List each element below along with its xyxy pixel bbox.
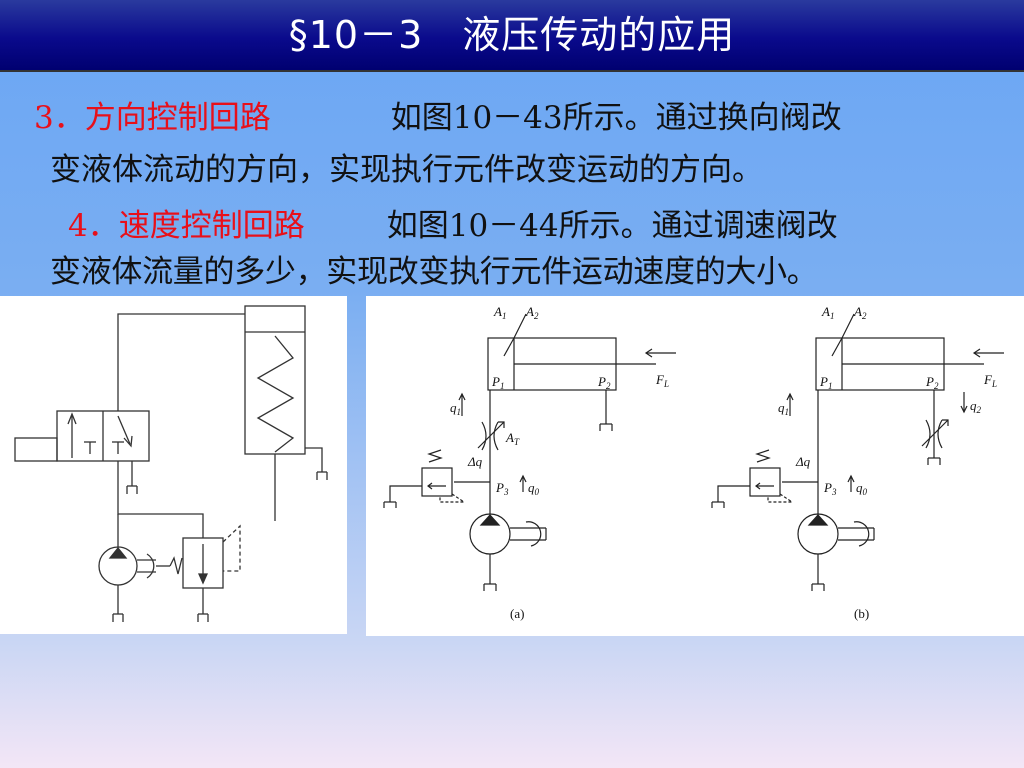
item4-line1: 4．速度控制回路 如图10－44所示。通过调速阀改	[68, 200, 838, 245]
svg-text:A2: A2	[525, 304, 539, 321]
svg-text:P3: P3	[495, 480, 509, 497]
item4-text-a: 如图10－44所示。通过调速阀改	[386, 208, 838, 244]
svg-text:P2: P2	[597, 374, 611, 391]
svg-text:q1: q1	[450, 400, 461, 417]
svg-text:q2: q2	[970, 398, 982, 415]
svg-text:q0: q0	[528, 480, 540, 497]
svg-text:Δq: Δq	[795, 454, 811, 469]
svg-text:A1: A1	[493, 304, 506, 321]
title-bar: §10－3 液压传动的应用	[0, 0, 1024, 72]
item3-text-a: 如图10－43所示。通过换向阀改	[390, 100, 842, 136]
direction-circuit-figure	[0, 296, 347, 634]
svg-text:A1: A1	[821, 304, 834, 321]
svg-text:AT: AT	[505, 430, 520, 447]
circuit-a	[383, 313, 676, 591]
svg-text:P1: P1	[819, 374, 832, 391]
item4-heading: 4．速度控制回路	[68, 208, 305, 244]
item3-text-b: 变液体流动的方向，实现执行元件改变运动的方向。	[50, 152, 763, 188]
svg-text:FL: FL	[655, 372, 669, 389]
svg-text:P1: P1	[491, 374, 504, 391]
speed-circuit-diagram: A1 A2 P1 P2 FL q1 AT Δq P3 q0 (a)	[383, 304, 1004, 621]
direction-circuit-diagram	[14, 305, 328, 622]
svg-text:Δq: Δq	[467, 454, 483, 469]
svg-text:FL: FL	[983, 372, 997, 389]
speed-circuit-figure: A1 A2 P1 P2 FL q1 AT Δq P3 q0 (a)	[366, 296, 1024, 636]
item4-text-b: 变液体流量的多少，实现改变执行元件运动速度的大小。	[50, 254, 818, 290]
cylinder-body	[244, 305, 306, 455]
svg-text:(a): (a)	[510, 606, 524, 621]
item3-heading: 3．方向控制回路	[34, 100, 271, 136]
slide-title: §10－3 液压传动的应用	[288, 13, 736, 57]
svg-text:q1: q1	[778, 400, 789, 417]
svg-text:(b): (b)	[854, 606, 869, 621]
item3-line1: 3．方向控制回路 如图10－43所示。通过换向阀改	[34, 92, 842, 137]
svg-text:A2: A2	[853, 304, 867, 321]
svg-text:P3: P3	[823, 480, 837, 497]
circuit-b	[711, 313, 1004, 591]
svg-text:P2: P2	[925, 374, 939, 391]
svg-text:q0: q0	[856, 480, 868, 497]
